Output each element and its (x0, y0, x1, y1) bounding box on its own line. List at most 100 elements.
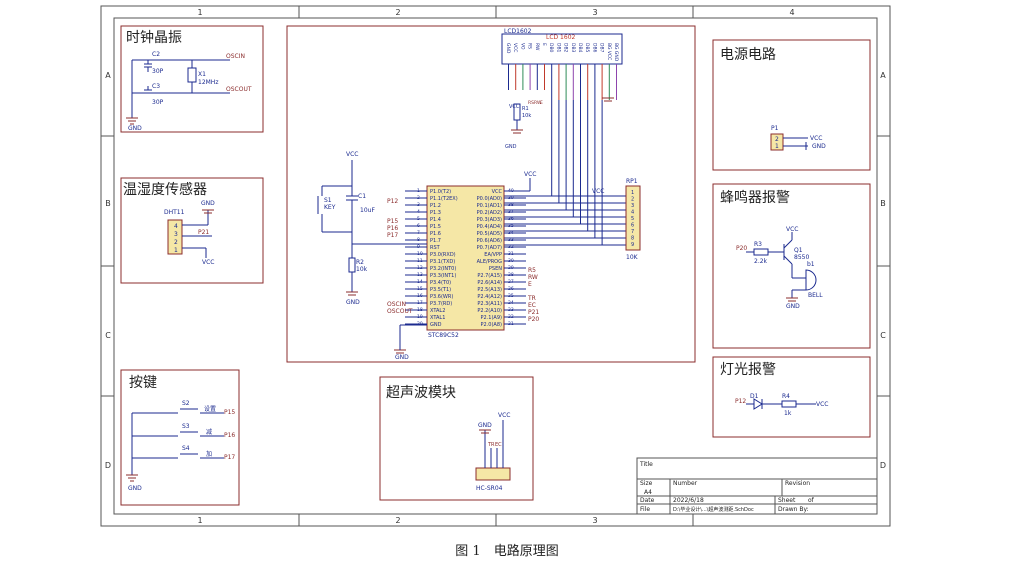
col-label: 2 (395, 516, 400, 525)
s2-net: P15 (224, 409, 235, 416)
col-label: 1 (197, 8, 202, 17)
clock-gnd: GND (128, 125, 142, 132)
tb-number: Number (673, 480, 698, 487)
lcd-name: LCD 1602 (546, 34, 576, 41)
tb-date: Date (640, 497, 655, 504)
chip-pin-lines (405, 178, 531, 325)
oscout-net: OSCOUT (226, 86, 252, 93)
p1-pin: 2 (775, 136, 779, 143)
chip-left-pin: P1.5 (430, 224, 441, 230)
rp-pin: 8 (631, 236, 634, 242)
lcd-pin-label: DB6 (591, 43, 597, 53)
net-oscin: OSCIN (387, 301, 406, 308)
light-block: 灯光报警 D1 R4 1k VCC P12 (712, 356, 871, 438)
clock-block: 时钟晶振 C2 30P C3 30P X1 12MHz GND OSCIN OS… (120, 25, 264, 133)
chip-left-pin: P1.1(T2EX) (430, 196, 458, 202)
net-p20: P20 (528, 316, 539, 323)
s1-ref: S1 (324, 197, 332, 204)
row-label: A (880, 71, 886, 80)
c2-ref: C2 (152, 51, 160, 58)
chip-right-pin: P0.3(AD3) (477, 217, 502, 223)
tb-size: Size (640, 480, 653, 487)
r1-ref: R1 (522, 106, 529, 112)
dht-pin: 2 (174, 239, 178, 246)
s3-net: P16 (224, 432, 235, 439)
chip-left-pin: P3.3(INT1) (430, 273, 456, 279)
dht11-ref: DHT11 (164, 209, 185, 216)
power-block: 电源电路 P1 2 1 VCC GND (712, 39, 871, 171)
lcd-pin-label: DB7 (599, 43, 605, 53)
lcd-net-rw: RW (534, 100, 542, 106)
col-label: 3 (592, 516, 597, 525)
s2-ref: S2 (182, 400, 190, 407)
chip-right-pin: P2.2(A10) (477, 308, 502, 314)
c2-value: 30P (152, 68, 164, 75)
chip-right-pin: P2.4(A12) (477, 294, 502, 300)
p1-ref: P1 (771, 125, 779, 132)
s4-label: 加 (206, 450, 212, 458)
p1-header (770, 133, 784, 151)
net-p21: P21 (528, 309, 539, 316)
r4-ref: R4 (782, 393, 790, 400)
net-p12: P12 (387, 198, 398, 205)
buzzer-net: P20 (736, 245, 747, 252)
r3-value: 2.2k (754, 258, 768, 265)
lcd-net-e: E (540, 100, 543, 106)
sensor-block: 温湿度传感器 DHT11 4 3 2 1 GND VCC P21 (120, 177, 264, 284)
net-p15: P15 (387, 218, 398, 225)
c1-ref: C1 (358, 193, 366, 200)
light-title: 灯光报警 (720, 362, 776, 378)
dht-gnd: GND (201, 200, 215, 207)
lcd-pin-label: VCC (512, 43, 518, 52)
chip-left-pin: XTAL2 (430, 308, 445, 314)
oscin-net: OSCIN (226, 53, 245, 60)
chip-right-pin: P2.3(A11) (477, 301, 502, 307)
lcd-pin-label: DB0 (548, 43, 554, 53)
rp1-body (625, 185, 641, 251)
chip-right-pin: P0.5(AD5) (477, 231, 502, 237)
chip-right-pin: P2.7(A15) (477, 273, 502, 279)
ultra-gnd: GND (478, 422, 492, 429)
chip-left-pin: RST (430, 245, 441, 251)
figure-caption: 图 1 电路原理图 (455, 544, 559, 559)
chip-left-pin: GND (430, 322, 442, 328)
net-e: E (528, 281, 532, 288)
lcd-ref: LCD1602 (504, 28, 532, 35)
reset-vcc: VCC (346, 151, 358, 158)
tb-of: of (808, 497, 815, 504)
col-label: 3 (592, 8, 597, 17)
chip-right-pin: P2.5(A13) (477, 287, 502, 293)
lcd-pin-lines (504, 64, 626, 246)
net-tr: TR (527, 295, 536, 302)
b1-ref: b1 (807, 261, 815, 268)
c3-value: 30P (152, 99, 164, 106)
chip-left-pin: P1.3 (430, 210, 441, 216)
rp-pin: 1 (631, 190, 634, 196)
reset-gnd: GND (346, 299, 360, 306)
chip-gnd: GND (395, 354, 409, 361)
row-label: C (105, 331, 111, 340)
chip-left-pin: P1.6 (430, 231, 441, 237)
chip-ref: STC89C52 (428, 332, 459, 339)
dht11-body (167, 219, 183, 255)
lcd-pin-label: VO (519, 43, 525, 50)
chip-left-pin: P3.1(TXD) (430, 259, 455, 265)
rp-pin: 7 (631, 229, 634, 235)
dht-pin: 4 (174, 223, 178, 230)
chip-left-pin: P3.0(RXD) (430, 252, 456, 258)
lcd-pin-label: DB5 (584, 43, 590, 53)
rp-pin: 5 (631, 216, 634, 222)
col-label: 2 (395, 8, 400, 17)
ultra-vcc: VCC (498, 412, 510, 419)
ultrasonic-block: 超声波模块 GND VCC HC-SR04 TR EC (379, 376, 534, 501)
chip-left-pin: XTAL1 (430, 315, 445, 321)
chip-right-pin: EA/VPP (484, 252, 502, 258)
r4-value: 1k (784, 410, 792, 417)
tb-title: Title (639, 461, 653, 468)
r3-ref: R3 (754, 241, 762, 248)
lcd-net-rs: RS (528, 100, 534, 106)
chip-right-pin: P2.6(A14) (477, 280, 502, 286)
lcd1602-body (501, 33, 623, 65)
